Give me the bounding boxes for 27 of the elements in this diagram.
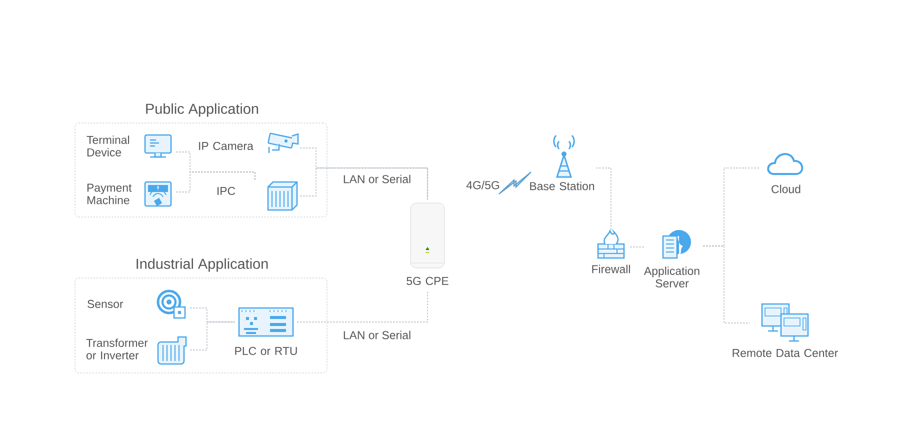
node-label: Application Server: [644, 266, 700, 288]
node-label: Transformer or Inverter: [86, 338, 148, 360]
node-label: PLC or RTU: [235, 346, 297, 356]
node-label: IPC: [218, 186, 236, 196]
node-label: IP Camera: [199, 142, 254, 150]
connector-line: [702, 246, 750, 324]
node-label: Sensor: [88, 300, 124, 308]
connector-line: [596, 168, 612, 232]
connector-line: [190, 322, 236, 350]
edge-label: LAN or Serial: [341, 173, 413, 185]
connector-line: [300, 168, 428, 200]
connector-line: [300, 148, 428, 200]
connector-line: [296, 290, 428, 322]
connector-line: [176, 172, 256, 192]
node-label: Firewall: [592, 264, 630, 274]
node-label: Base Station: [530, 182, 594, 190]
group-heading: Industrial Application: [136, 258, 268, 272]
group-heading: Public Application: [146, 103, 258, 117]
node-label: Terminal Device: [86, 136, 130, 156]
connector-line: [190, 308, 236, 322]
node-label: Remote Data Center: [732, 348, 838, 358]
link-label: 4G/5G: [466, 180, 500, 190]
edge-label: LAN or Serial: [341, 329, 413, 341]
node-label: Cloud: [772, 184, 800, 194]
node-label: 5G CPE: [406, 276, 448, 286]
connector-line: [630, 246, 646, 248]
node-label: Payment Machine: [87, 184, 132, 204]
